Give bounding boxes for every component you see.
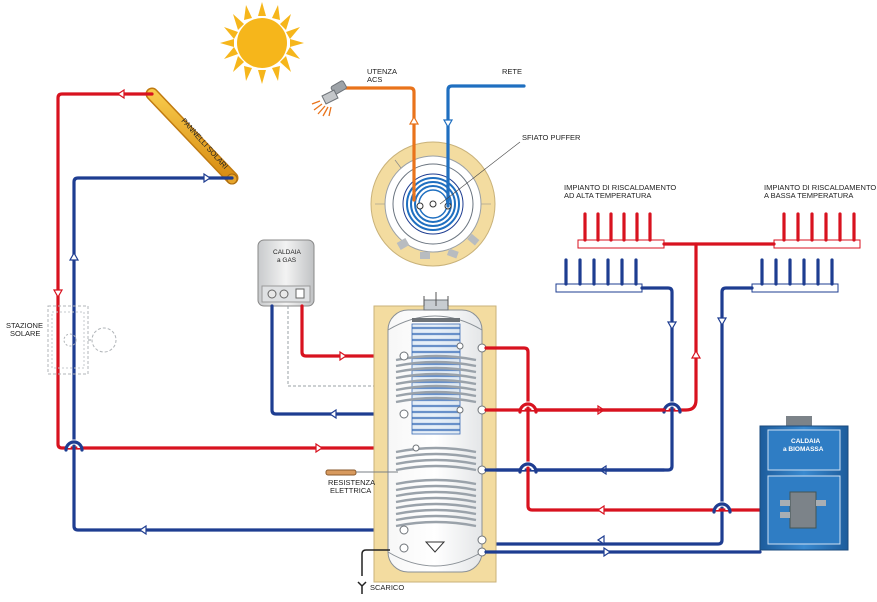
tank-right-pipes [484, 346, 762, 558]
solar-station: STAZIONE SOLARE [6, 305, 117, 375]
solar-panel-label: PANNELLI SOLARI [180, 116, 230, 171]
dhw-pipes: UTENZA ACS RETE SFIATO PUFFER [340, 67, 581, 208]
biomass-label-2: a BIOMASSA [783, 446, 824, 453]
shower-icon [311, 80, 347, 117]
drain-icon [357, 581, 367, 594]
gas-boiler: CALDAIA a GAS [257, 239, 406, 420]
solar-loop-pipes [52, 88, 420, 536]
low-temp-label-1: IMPIANTO DI RISCALDAMENTO [764, 183, 876, 192]
solar-station-label-2: SOLARE [10, 329, 40, 338]
sfiato-label: SFIATO PUFFER [522, 133, 581, 142]
drain-label: SCARICO [370, 583, 404, 592]
biomass-label-1: CALDAIA [791, 438, 821, 445]
electric-heater: RESISTENZA ELETTRICA [325, 469, 398, 495]
solar-station-label-1: STAZIONE [6, 321, 43, 330]
high-temp-label-2: AD ALTA TEMPERATURA [564, 191, 651, 200]
high-temp-heating-system: IMPIANTO DI RISCALDAMENTO AD ALTA TEMPER… [555, 183, 676, 293]
biomass-boiler: CALDAIA a BIOMASSA [759, 416, 849, 551]
utenza-label-1: UTENZA [367, 67, 397, 76]
tank-top-view [370, 141, 496, 267]
heater-label-1: RESISTENZA [328, 478, 375, 487]
gas-boiler-label-1: CALDAIA [273, 249, 301, 256]
storage-tank: SCARICO [357, 292, 497, 594]
low-temp-heating-system: IMPIANTO DI RISCALDAMENTO A BASSA TEMPER… [751, 183, 876, 293]
heater-label-2: ELETTRICA [330, 486, 371, 495]
sun-icon [220, 2, 304, 84]
rete-label: RETE [502, 67, 522, 76]
utenza-label-2: ACS [367, 75, 382, 84]
low-temp-label-2: A BASSA TEMPERATURA [764, 191, 853, 200]
solar-panel: PANNELLI SOLARI [145, 87, 239, 185]
gas-boiler-label-2: a GAS [277, 257, 297, 264]
high-temp-label-1: IMPIANTO DI RISCALDAMENTO [564, 183, 676, 192]
